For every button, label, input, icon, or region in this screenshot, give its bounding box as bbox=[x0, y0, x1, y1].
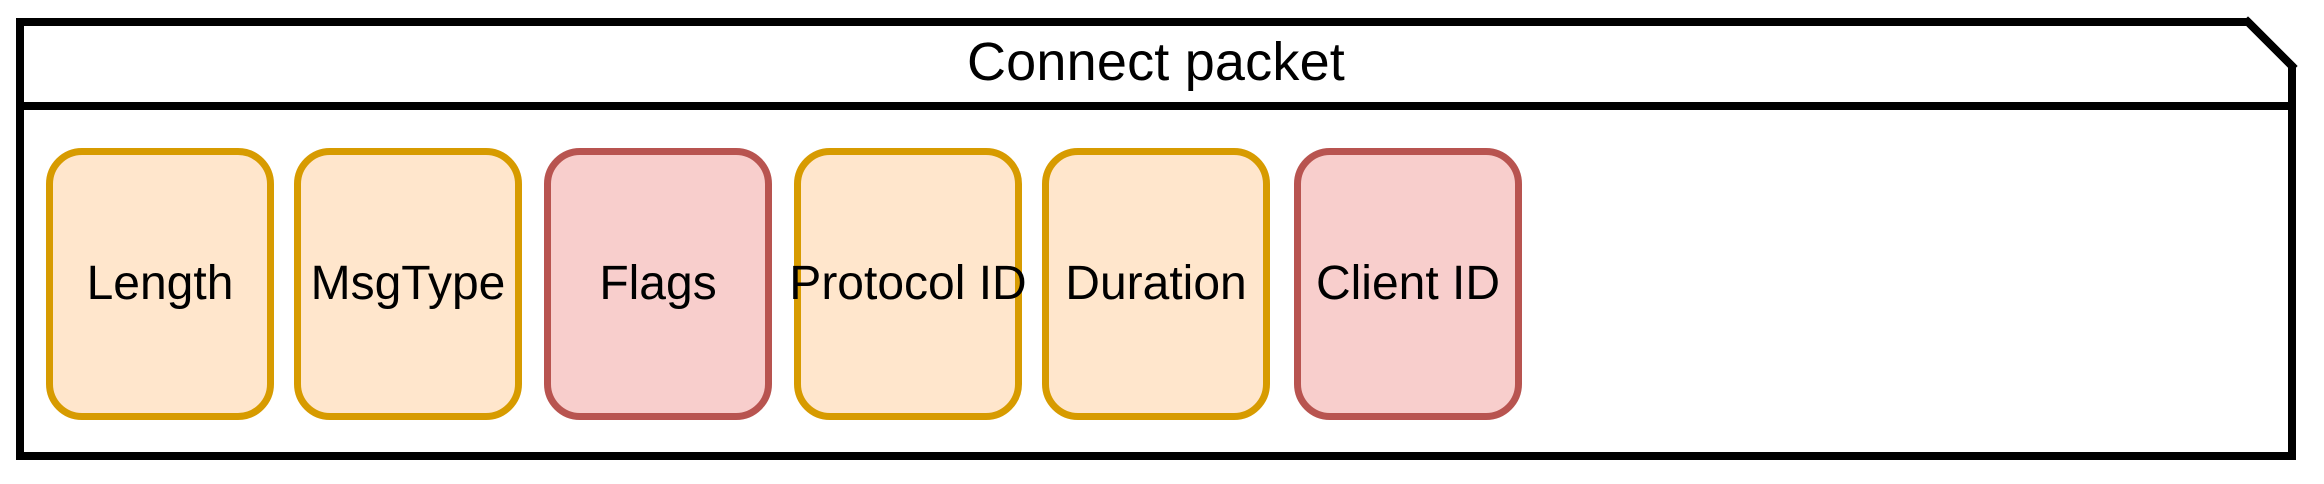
frame-corner-cut-line bbox=[2242, 16, 2298, 72]
field-box-duration[interactable]: Duration bbox=[1042, 148, 1270, 420]
field-label-msgtype: MsgType bbox=[310, 257, 506, 310]
field-box-flags[interactable]: Flags bbox=[544, 148, 772, 420]
field-label-client-id: Client ID bbox=[1315, 257, 1501, 310]
field-box-msgtype[interactable]: MsgType bbox=[294, 148, 522, 420]
field-row: Length MsgType Flags Protocol ID Duratio… bbox=[16, 106, 2296, 460]
field-label-protocol-id: Protocol ID bbox=[789, 257, 1027, 310]
field-box-length[interactable]: Length bbox=[46, 148, 274, 420]
field-label-duration: Duration bbox=[1065, 257, 1247, 310]
field-box-protocol-id[interactable]: Protocol ID bbox=[789, 148, 1027, 420]
connect-packet-frame: Connect packet Length MsgType Flags Prot… bbox=[16, 16, 2298, 460]
field-label-flags: Flags bbox=[599, 257, 717, 310]
field-box-client-id[interactable]: Client ID bbox=[1294, 148, 1522, 420]
field-label-length: Length bbox=[86, 257, 234, 310]
